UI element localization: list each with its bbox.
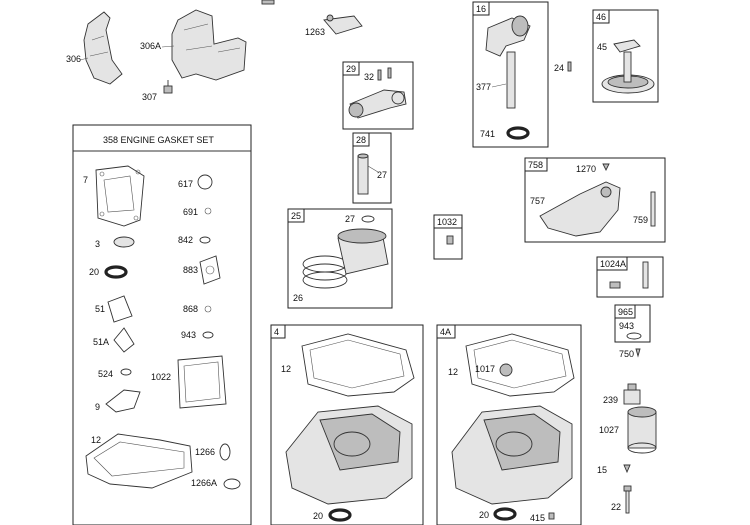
tag-965: 965 [618,307,633,317]
label-741: 741 [480,129,495,139]
label-32: 32 [364,72,374,82]
group-box-758: 758 1270 757 759 [524,157,666,243]
label-12-sump4: 12 [281,364,291,374]
label-22: 22 [611,502,621,512]
tag-25: 25 [291,211,301,221]
label-757: 757 [530,196,545,206]
label-524: 524 [98,369,113,379]
blower-shield-306 [83,11,123,85]
tag-1024A: 1024A [600,259,626,269]
label-27-ring: 27 [345,214,355,224]
label-20-sump4A: 20 [479,510,489,520]
group-box-25: 25 27 26 [287,208,393,309]
label-750: 750 [619,349,634,359]
label-24: 24 [554,63,564,73]
label-51: 51 [95,304,105,314]
group-box-46: 46 45 [592,9,659,103]
label-883: 883 [183,265,198,275]
label-306: 306 [66,54,81,64]
cropped-part [261,0,275,5]
tag-29: 29 [346,64,356,74]
gasket-set-box: 358 ENGINE GASKET SET 7 617 691 3 842 20… [72,124,252,525]
label-943: 943 [181,330,196,340]
label-1017: 1017 [475,364,495,374]
label-51A: 51A [93,337,109,347]
group-box-1024A: 1024A [596,256,664,298]
pin-24 [567,61,572,72]
group-box-29: 29 32 [342,61,414,130]
label-239: 239 [603,395,618,405]
label-691: 691 [183,207,198,217]
label-9: 9 [95,402,100,412]
gasket-set-title: 358 ENGINE GASKET SET [103,135,214,145]
label-12-sump4A: 12 [448,367,458,377]
group-box-4A: 4A 12 1017 20 415 [436,324,582,525]
label-868: 868 [183,304,198,314]
oil-filter-adapter-239 [623,383,641,405]
group-box-965: 965 943 [614,304,651,343]
label-20: 20 [89,267,99,277]
tag-758: 758 [528,160,543,170]
label-26: 26 [293,293,303,303]
bolt-22 [623,485,632,514]
part-750 [635,348,641,358]
part-15 [623,464,631,474]
label-1266A: 1266A [191,478,217,488]
label-45: 45 [597,42,607,52]
label-1266: 1266 [195,447,215,457]
label-1263: 1263 [305,27,325,37]
label-306A: 306A [140,41,161,51]
label-7: 7 [83,175,88,185]
group-box-28: 28 27 [352,132,392,204]
label-842: 842 [178,235,193,245]
blower-shield-306A [171,9,247,81]
label-307: 307 [142,92,157,102]
label-20-sump4: 20 [313,511,323,521]
tag-4: 4 [274,327,279,337]
tag-16: 16 [476,4,486,14]
group-box-16: 16 377 741 [472,1,549,148]
seal-741 [506,126,530,140]
label-15: 15 [597,465,607,475]
tag-46: 46 [596,12,606,22]
label-3: 3 [95,239,100,249]
tag-28: 28 [356,135,366,145]
label-377: 377 [476,82,491,92]
tag-1032: 1032 [437,217,457,227]
label-12: 12 [91,435,101,445]
label-27-pin: 27 [377,170,387,180]
tag-4A: 4A [440,327,451,337]
label-1027: 1027 [599,425,619,435]
group-box-1032: 1032 [433,214,463,260]
oil-filter-1027 [627,406,657,454]
group-box-4: 4 12 20 [270,324,424,525]
label-1022: 1022 [151,372,171,382]
label-415: 415 [530,513,545,523]
label-1270: 1270 [576,164,596,174]
bracket-1263 [323,14,363,35]
screw-307 [163,80,173,94]
label-759: 759 [633,215,648,225]
label-617: 617 [178,179,193,189]
label-943-965: 943 [619,321,634,331]
